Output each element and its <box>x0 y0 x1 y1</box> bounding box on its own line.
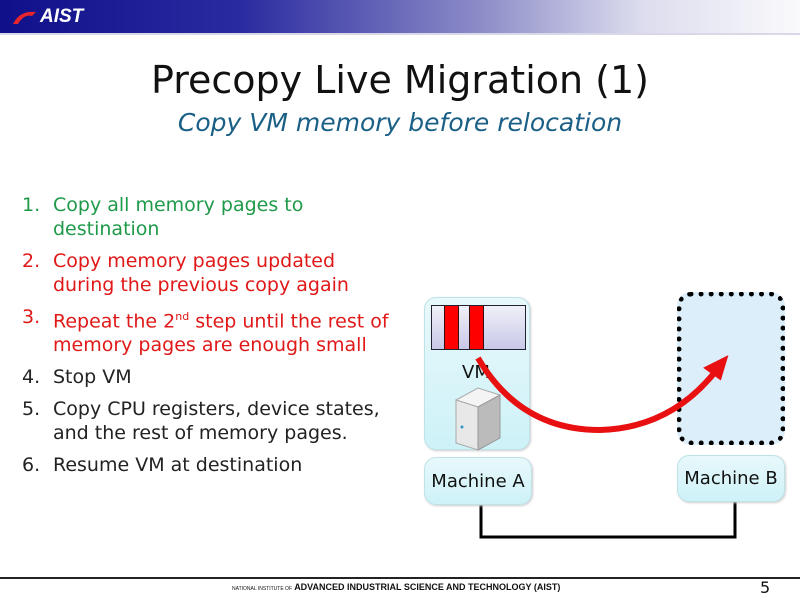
list-item: 1.Copy all memory pages to destination <box>22 194 304 240</box>
header-bar: AIST <box>0 0 800 33</box>
footer-divider <box>0 577 800 579</box>
list-item: 3.Repeat the 2nd step until the rest of … <box>22 306 389 357</box>
header-divider <box>0 33 800 35</box>
aist-logo: AIST <box>12 6 83 28</box>
slide-subtitle: Copy VM memory before relocation <box>177 108 623 137</box>
page-number: 5 <box>760 578 771 597</box>
machine-a: Machine A <box>424 457 532 505</box>
list-item: 4.Stop VM <box>22 366 132 389</box>
dirty-page <box>444 306 459 349</box>
slide-title: Precopy Live Migration (1) <box>151 58 649 102</box>
dirty-page <box>469 306 484 349</box>
list-item: 5.Copy CPU registers, device states, and… <box>22 398 380 445</box>
destination-vm-placeholder <box>677 292 785 445</box>
list-item: 2.Copy memory pages updated during the p… <box>22 250 349 296</box>
steps-list: 1.Copy all memory pages to destination 2… <box>22 193 402 485</box>
logo-swoosh-icon <box>13 11 36 24</box>
footer-org: NATIONAL INSTITUTE OF ADVANCED INDUSTRIA… <box>232 582 561 592</box>
machine-b: Machine B <box>677 455 785 502</box>
memory-pages-bar <box>431 305 526 350</box>
list-item: 6.Resume VM at destination <box>22 454 303 477</box>
